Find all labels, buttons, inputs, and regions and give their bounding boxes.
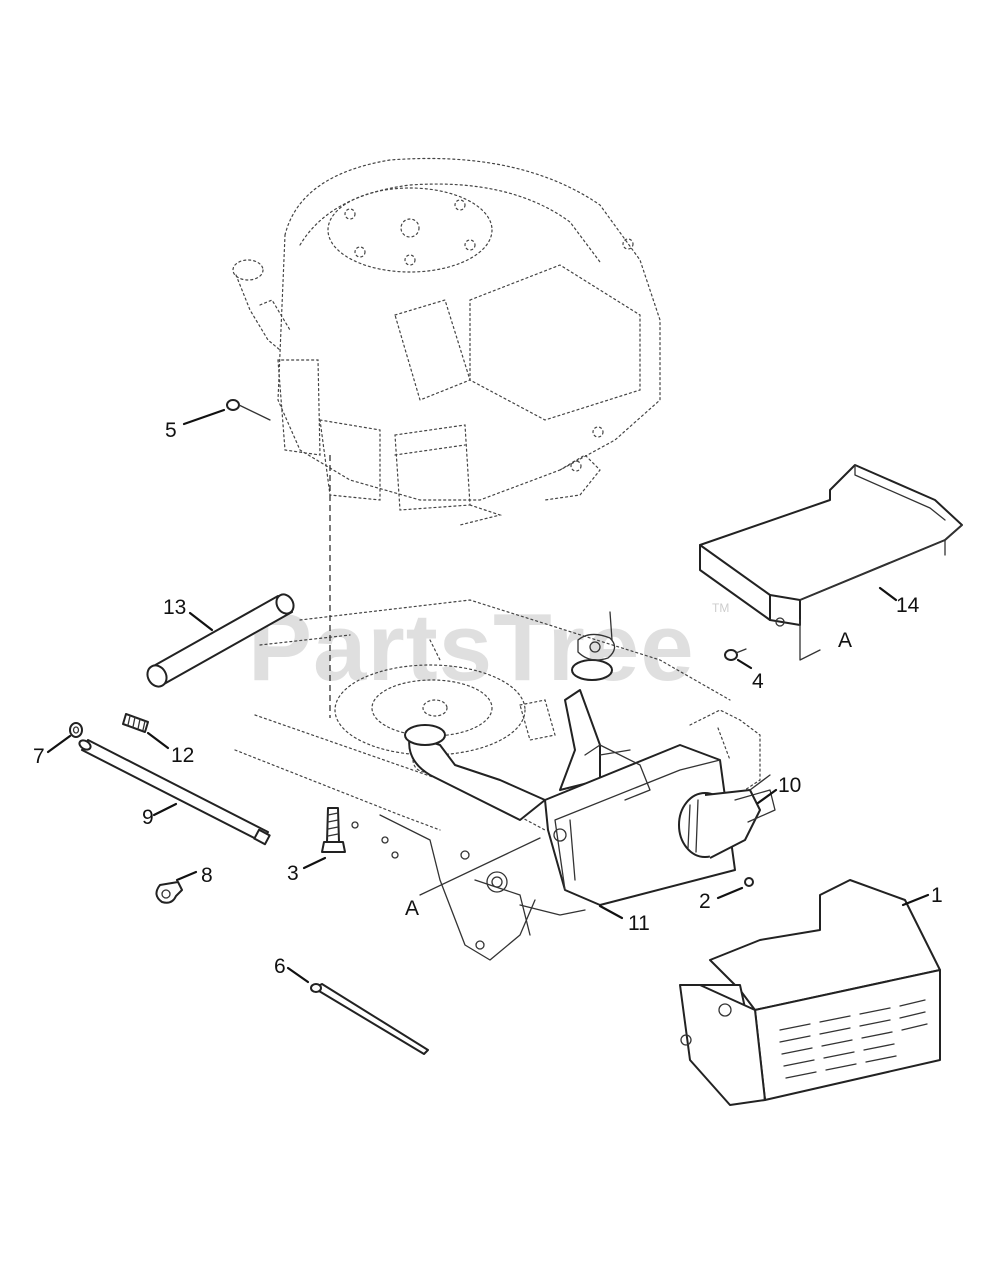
muffler-guard <box>679 879 941 1106</box>
part-8-clip <box>155 881 183 904</box>
callout-ref-a-upper: A <box>838 629 852 652</box>
callout-2: 2 <box>699 890 711 913</box>
guard-slots <box>779 999 928 1079</box>
callout-1: 1 <box>931 884 943 907</box>
callout-ref-a-lower: A <box>405 897 419 920</box>
part-6-cable-tie <box>310 983 429 1055</box>
callout-14: 14 <box>896 594 920 617</box>
callout-8: 8 <box>201 864 213 887</box>
part-5-nut <box>226 399 271 421</box>
part-13-tube <box>146 593 295 688</box>
engine <box>232 157 661 526</box>
part-2-screw <box>744 877 754 887</box>
part-7-nut <box>69 722 83 738</box>
callout-9: 9 <box>142 806 154 829</box>
muffler <box>544 744 736 906</box>
heat-shield-bracket <box>699 464 963 627</box>
exhaust-pipes <box>404 611 616 821</box>
callout-7: 7 <box>33 745 45 768</box>
leader-lines <box>46 408 930 984</box>
callout-12: 12 <box>171 744 194 767</box>
watermark-trademark: TM <box>712 601 729 615</box>
chassis-frame <box>234 599 761 961</box>
part-9-rod <box>78 739 271 846</box>
callout-5: 5 <box>165 419 177 442</box>
watermark-text: PartsTree <box>248 594 695 701</box>
callout-10: 10 <box>778 774 801 797</box>
callout-3: 3 <box>287 862 299 885</box>
part-4-screw <box>724 648 747 661</box>
callout-4: 4 <box>752 670 764 693</box>
callout-6: 6 <box>274 955 286 978</box>
part-12-spring <box>122 713 149 733</box>
ref-line-a-lower <box>419 837 541 896</box>
part-3-bolt <box>321 807 346 853</box>
exhaust-deflector <box>678 774 776 859</box>
ref-line-a-upper <box>799 619 821 661</box>
callout-11: 11 <box>628 912 650 935</box>
callout-13: 13 <box>163 596 186 619</box>
